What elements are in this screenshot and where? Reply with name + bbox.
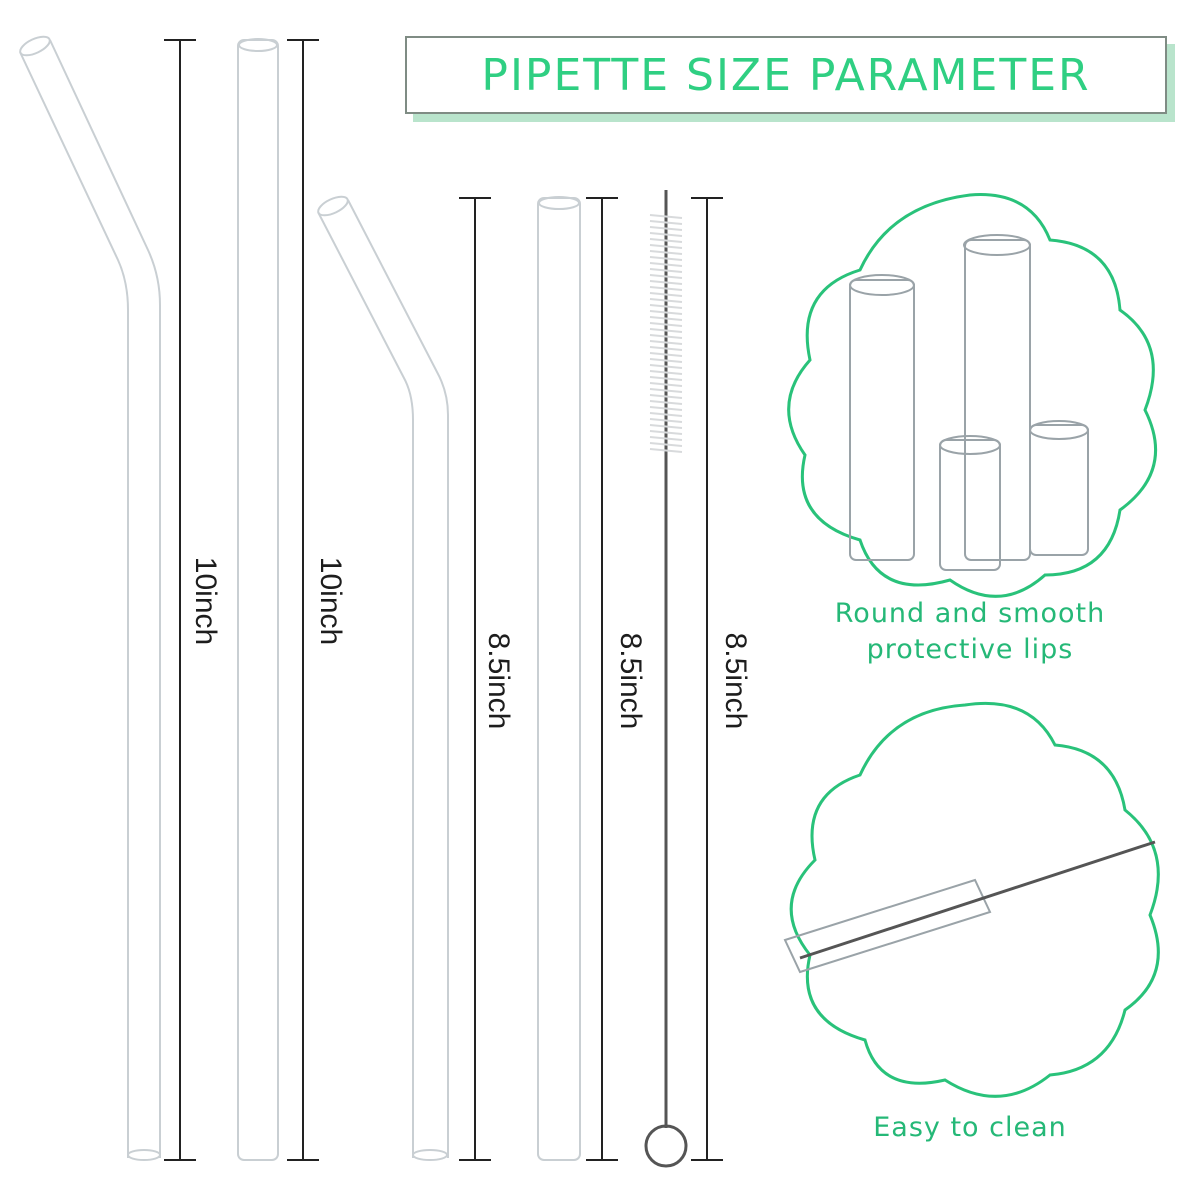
caption-lips: Round and smooth protective lips (800, 596, 1140, 668)
length-label-straight-10: 10inch (314, 556, 347, 646)
bent-straw-10inch (19, 35, 161, 1161)
feature-bubble-clean (783, 701, 1160, 1098)
caption-clean: Easy to clean (800, 1110, 1140, 1146)
length-label-straight-8.5: 8.5inch (614, 632, 647, 730)
page-title: PIPETTE SIZE PARAMETER (481, 49, 1091, 101)
cleaning-brush (644, 190, 688, 1168)
dimension-lines (164, 39, 723, 1161)
caption-clean-line1: Easy to clean (873, 1112, 1067, 1143)
feature-bubble-lips (787, 193, 1158, 598)
caption-lips-line1: Round and smooth (834, 598, 1106, 629)
bent-straw-8.5inch (317, 195, 449, 1161)
title-banner: PIPETTE SIZE PARAMETER (405, 36, 1167, 114)
length-label-bent-10: 10inch (189, 556, 222, 646)
straight-straw-8.5inch (537, 196, 581, 1161)
length-label-bent-8.5: 8.5inch (482, 632, 515, 730)
caption-lips-line2: protective lips (866, 634, 1074, 665)
length-label-brush-8.5: 8.5inch (719, 632, 752, 730)
straight-straw-10inch (237, 38, 279, 1161)
